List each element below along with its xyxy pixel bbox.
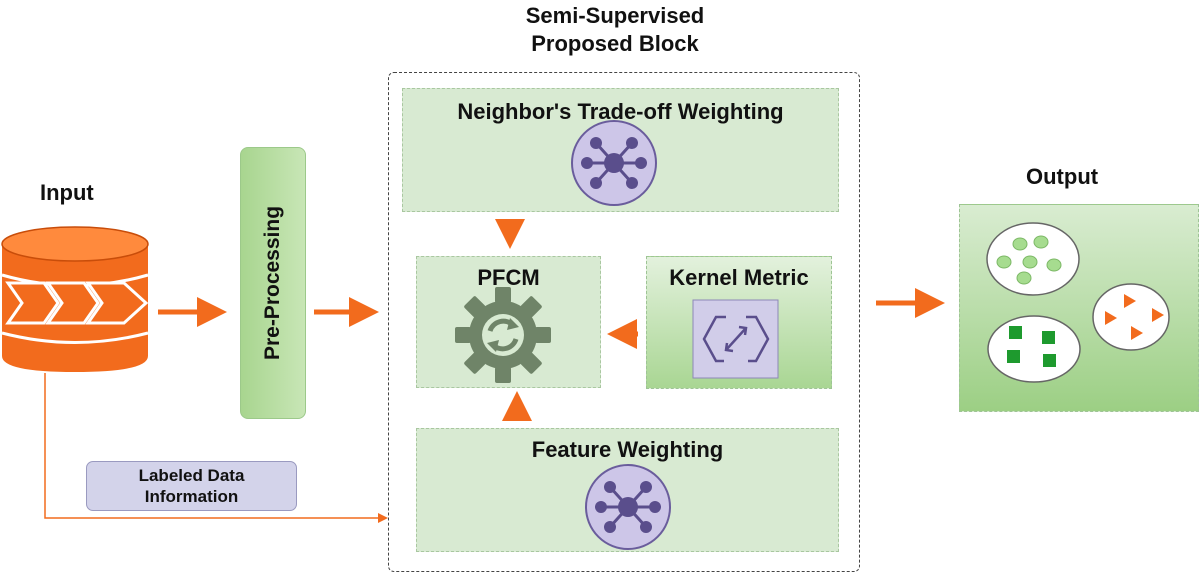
input-label: Input [40, 180, 94, 205]
labeled-data-connector [44, 373, 388, 523]
feature-weighting-label: Feature Weighting [531, 437, 724, 462]
semi-supervised-block [388, 72, 860, 572]
block-title-line2: Proposed Block [531, 31, 699, 56]
labeled-data-line1: Labeled Data [138, 466, 245, 485]
labeled-data-line2: Information [144, 487, 239, 506]
block-title: Semi-Supervised Proposed Block [470, 2, 760, 58]
output-label: Output [1026, 164, 1099, 189]
cluster-squares [987, 315, 1081, 383]
preprocessing-box: Pre-Processing [240, 147, 306, 419]
cluster-triangles [1092, 283, 1170, 351]
arrows [158, 219, 945, 421]
labeled-data-box: Labeled Data Information [86, 461, 297, 511]
database-icon [1, 226, 149, 372]
pfcm-label: PFCM [477, 265, 540, 290]
block-title-line1: Semi-Supervised [525, 3, 705, 28]
cluster-circles [986, 222, 1080, 296]
neighbor-weighting-label: Neighbor's Trade-off Weighting [457, 99, 784, 124]
feature-hub-icon [585, 464, 671, 550]
kernel-metric-label: Kernel Metric [669, 265, 809, 290]
network-hub-icon [571, 120, 657, 206]
gear-cycle-icon [455, 287, 551, 383]
kernel-link-icon [692, 299, 779, 379]
